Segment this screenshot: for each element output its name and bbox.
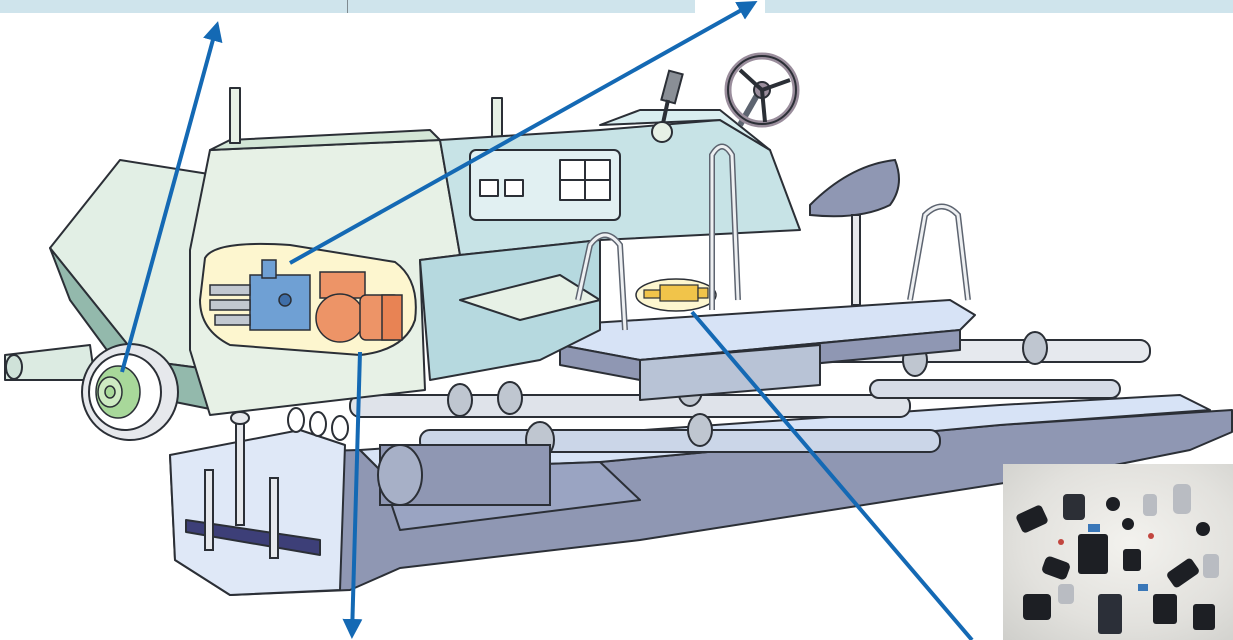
control-lever-icon bbox=[651, 69, 684, 143]
operator-platform bbox=[559, 299, 976, 401]
filter-element-icon bbox=[95, 365, 141, 419]
callout-arrow-pump bbox=[342, 351, 363, 639]
hydraulic-pump-icon bbox=[315, 271, 403, 343]
operator-seat-icon bbox=[809, 158, 900, 306]
header-bar-divider bbox=[347, 0, 348, 13]
handrails bbox=[575, 143, 971, 331]
hydraulic-rods bbox=[349, 331, 1151, 506]
callout-arrows bbox=[120, 1, 974, 640]
callout-arrow-valve bbox=[289, 1, 758, 265]
callout-arrow-solenoid bbox=[690, 310, 974, 640]
steering-wheel-icon bbox=[724, 52, 800, 128]
front-brace bbox=[204, 407, 349, 559]
pneumatic-fittings-photo bbox=[1003, 464, 1233, 640]
control-valve-icon bbox=[209, 259, 311, 331]
header-bar-right bbox=[765, 0, 1233, 13]
callout-arrow-filter bbox=[120, 21, 223, 373]
solenoid-valve-icon bbox=[643, 284, 709, 302]
lower-frame bbox=[169, 394, 1233, 596]
